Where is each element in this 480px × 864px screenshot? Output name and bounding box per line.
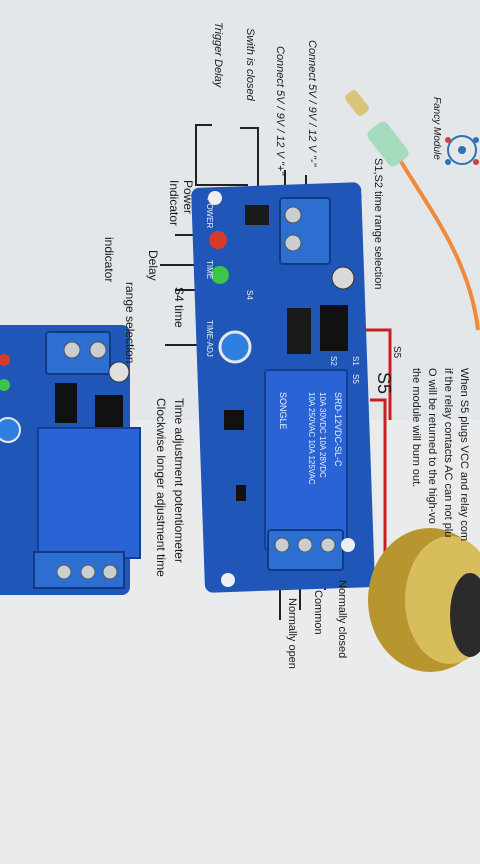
relay-brand-print: SONGLE: [278, 392, 288, 430]
s5-small-label: S5: [391, 346, 402, 359]
orange-wire: [345, 90, 480, 331]
pcb-s2-print: S2: [329, 356, 338, 366]
normally-closed-label: Normally closed: [336, 580, 348, 659]
warning-line-4: the module will burn out.: [410, 368, 422, 488]
common-label: Common: [312, 590, 324, 635]
range-selection-label: range selection: [123, 282, 137, 364]
warning-line-2: if the relay contacts AC can not plu: [442, 368, 454, 538]
relay-rating-2-print: 10A 30VDC 10A 28VDC: [318, 392, 327, 478]
warning-line-3: O will be returned to the high-vo: [426, 368, 438, 524]
pcb-power-print: POWER: [205, 198, 214, 229]
clockwise-label: Clockwise longer adjustment time: [154, 398, 168, 577]
connect-positive-label: Connect 5V / 9V / 12 V "+": [274, 46, 286, 176]
secondary-relay-module: [0, 325, 141, 595]
pcb-s1-print: S1: [351, 356, 360, 366]
warning-line-1: When S5 plugs VCC and relay com: [458, 368, 470, 542]
relay-rating-1-print: 10A 250VAC 10A 125VAC: [307, 392, 316, 485]
s1-s2-time-range-label: S1,S2 time range selection: [372, 158, 384, 290]
normally-open-label: Normally open: [286, 598, 298, 669]
pcb-time-adj-print: TIME-ADJ: [205, 320, 214, 357]
pcb-time-print: TIME: [205, 260, 214, 280]
switch-closed-label: Swith is closed: [244, 28, 256, 101]
power-label: Power Indicator: [167, 180, 195, 227]
brass-potentiometer-knob: [368, 528, 480, 672]
pcb-s5-print: S5: [351, 374, 360, 384]
time-adjustment-label: Time adjustment potentiometer: [172, 398, 186, 563]
main-relay-module: [191, 182, 375, 593]
connect-negative-label: Connect 5V / 9V / 12 V "-": [306, 40, 318, 167]
brand-name: Fancy Module: [431, 97, 442, 160]
trigger-delay-label: Trigger Delay: [212, 22, 224, 88]
fancy-module-logo: [445, 135, 479, 165]
delay-label: Delay: [146, 250, 160, 281]
pcb-s4-print: S4: [245, 290, 254, 300]
s5-large-label: S5: [374, 372, 394, 395]
indicator-label: indicator: [102, 237, 116, 283]
s4-time-label: S4 time: [172, 287, 186, 328]
relay-model-print: SRD-12VDC-SL-C: [333, 392, 343, 467]
